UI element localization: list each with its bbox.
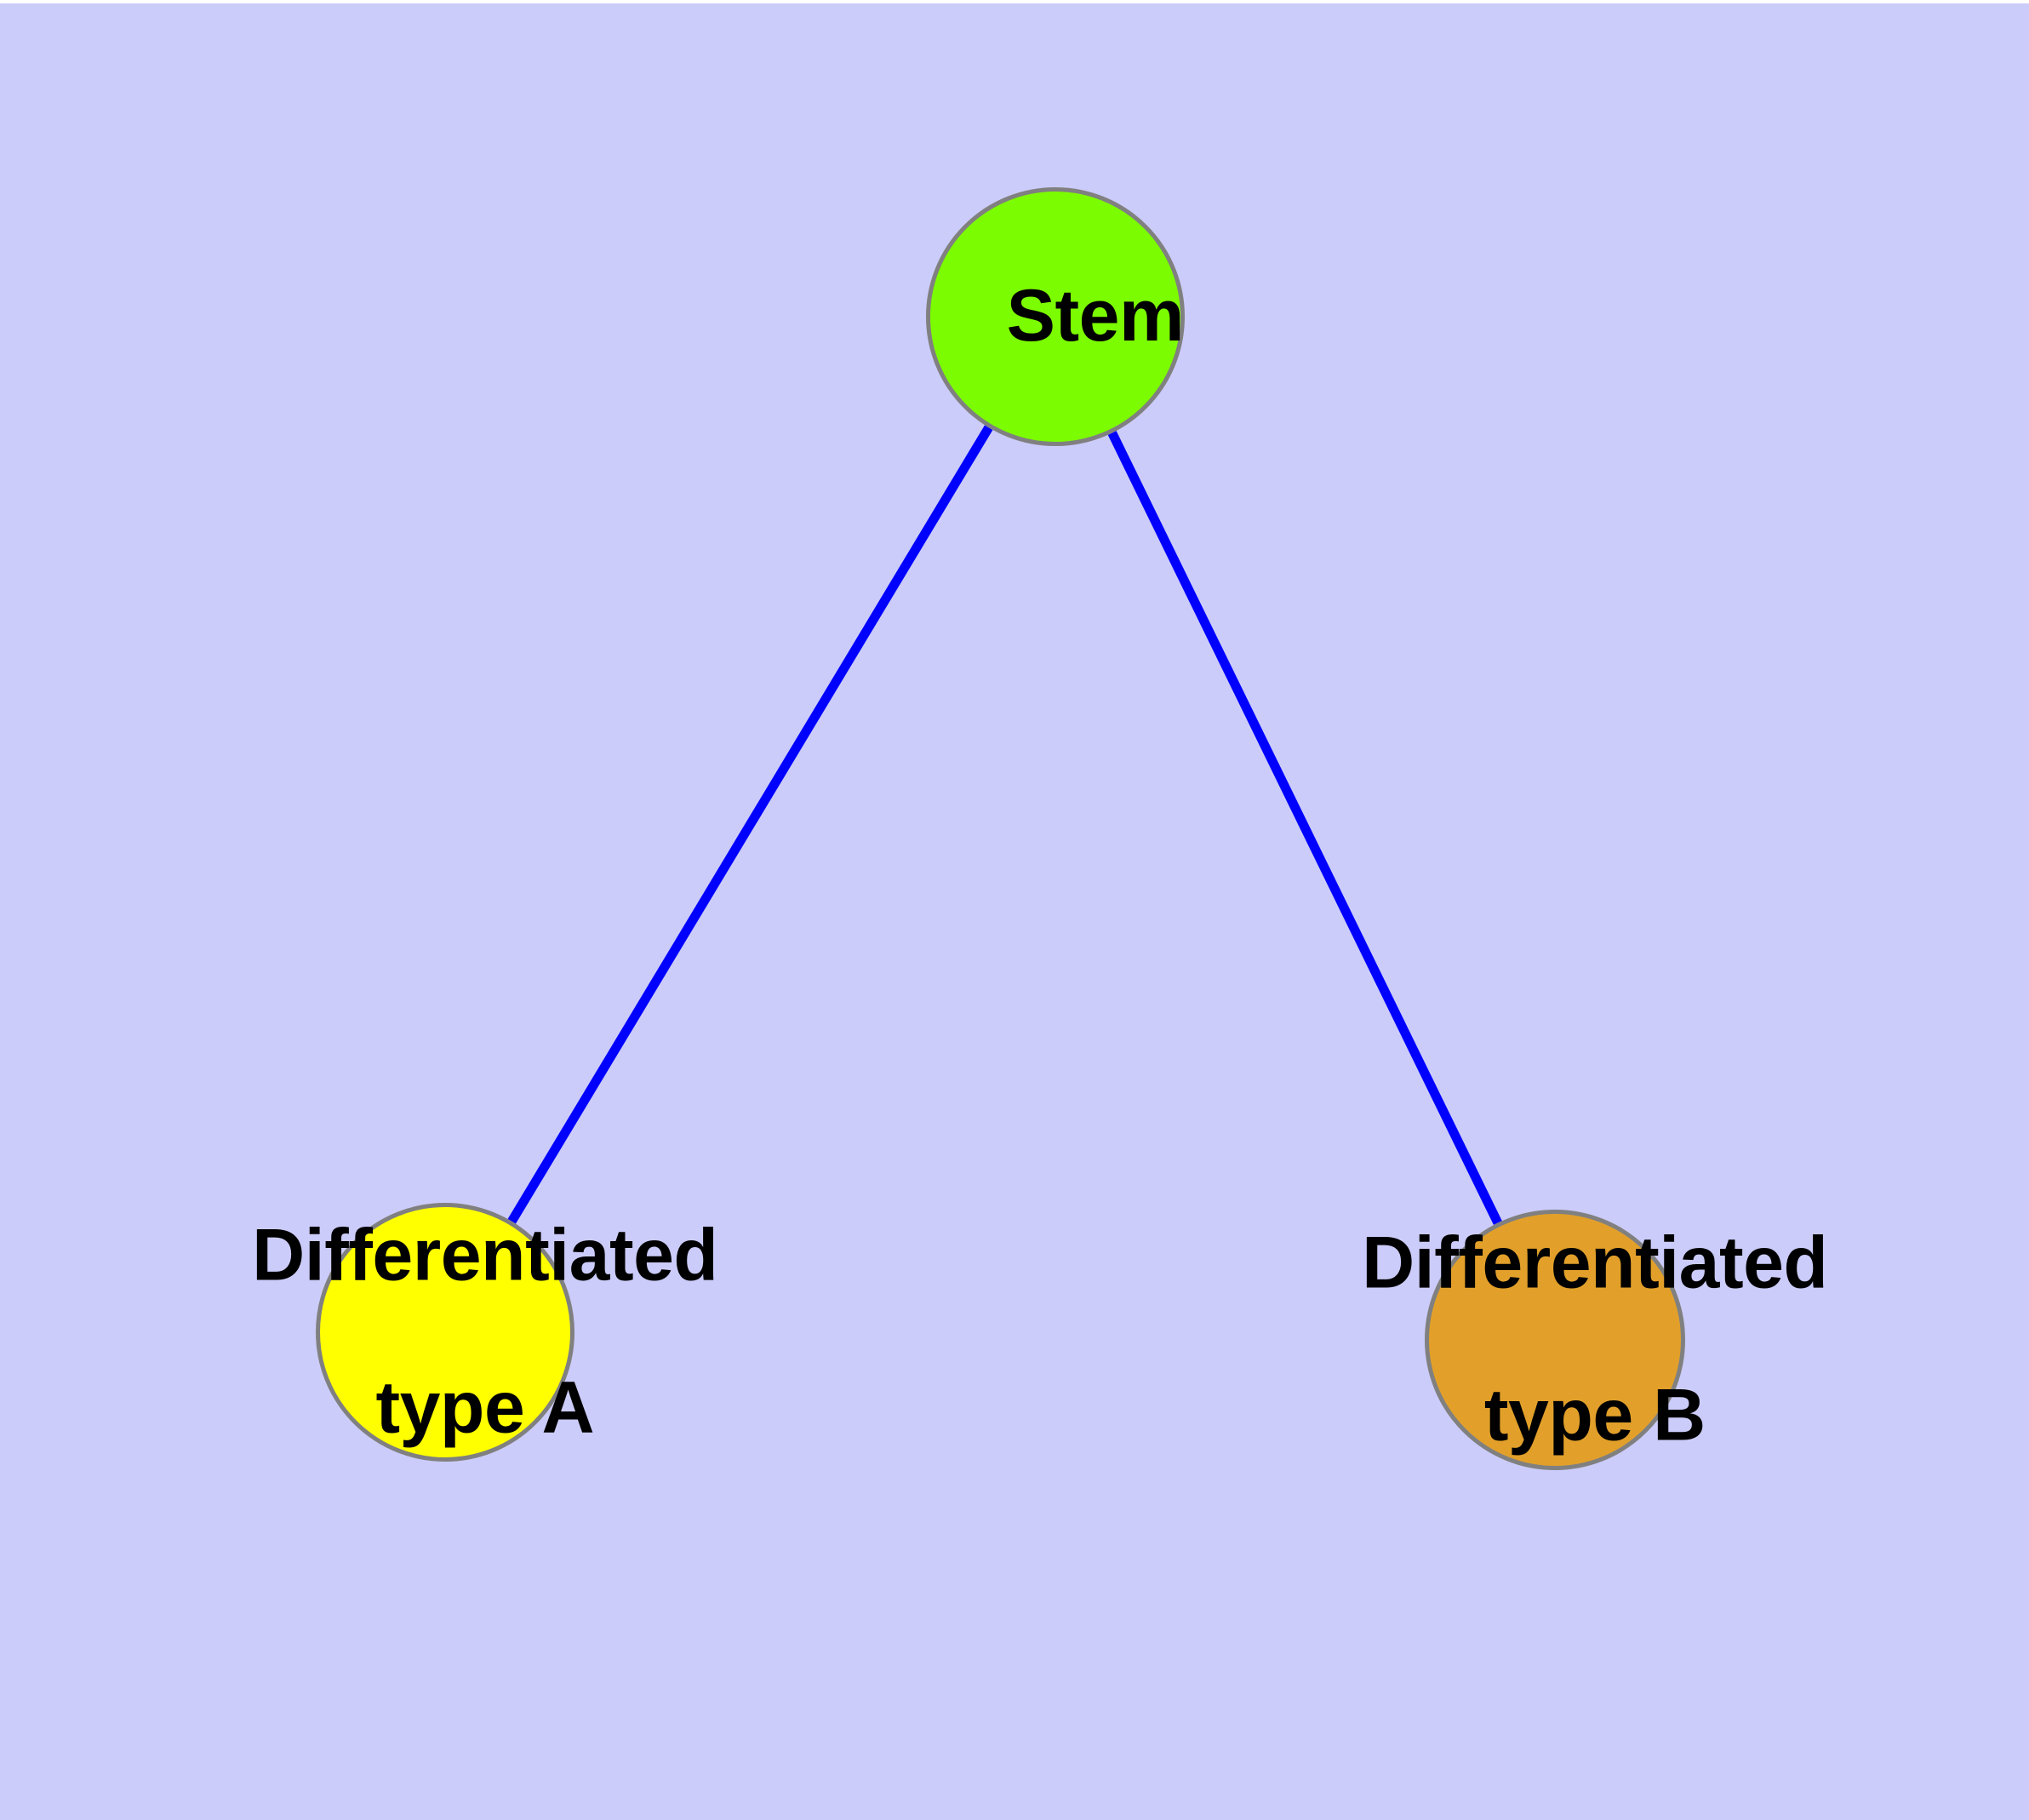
node-layer [316, 187, 1685, 1470]
node-differentiated-type-a[interactable] [316, 1203, 574, 1462]
edge-stem-diff-b[interactable] [1107, 431, 1502, 1225]
node-differentiated-type-b[interactable] [1425, 1210, 1685, 1470]
edge-layer [507, 425, 1502, 1225]
node-stem[interactable] [926, 187, 1185, 446]
edge-stem-diff-a[interactable] [507, 425, 993, 1224]
